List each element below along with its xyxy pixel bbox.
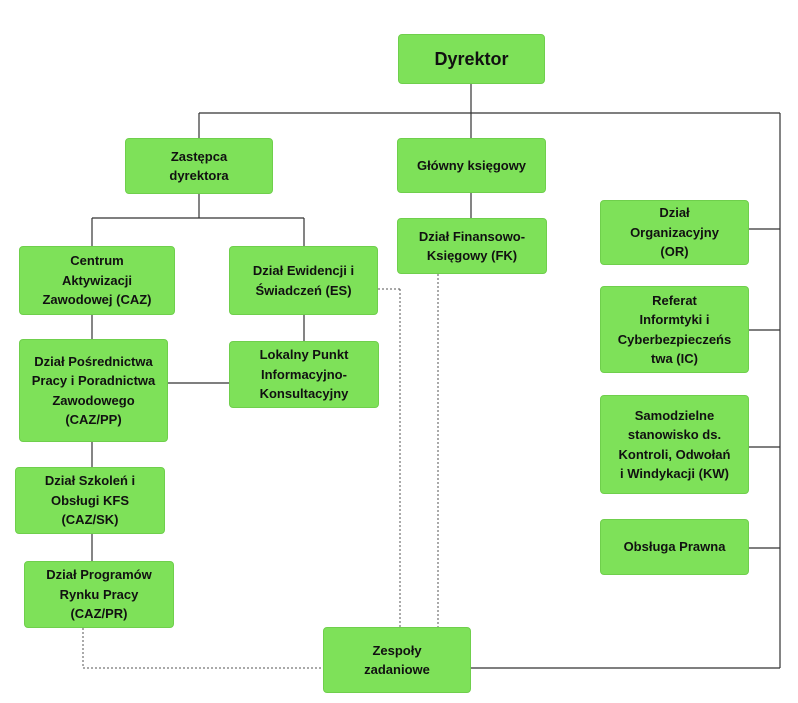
box-glowny-ksiegowy[interactable]: Główny księgowy xyxy=(397,138,546,193)
box-dzial-organizacyjny[interactable]: Dział Organizacyjny (OR) xyxy=(600,200,749,265)
box-dyrektor[interactable]: Dyrektor xyxy=(398,34,545,84)
box-dzial-ewidencji[interactable]: Dział Ewidencji i Świadczeń (ES) xyxy=(229,246,378,315)
box-dzial-programow[interactable]: Dział Programów Rynku Pracy (CAZ/PR) xyxy=(24,561,174,628)
box-referat-informatyki[interactable]: Referat Informtyki i Cyberbezpieczeńs tw… xyxy=(600,286,749,373)
box-zespoly-zadaniowe[interactable]: Zespoły zadaniowe xyxy=(323,627,471,693)
box-samodzielne-stanowisko-kw[interactable]: Samodzielne stanowisko ds. Kontroli, Odw… xyxy=(600,395,749,494)
box-centrum-aktywizacji[interactable]: Centrum Aktywizacji Zawodowej (CAZ) xyxy=(19,246,175,315)
box-obsluga-prawna[interactable]: Obsługa Prawna xyxy=(600,519,749,575)
box-lokalny-punkt[interactable]: Lokalny Punkt Informacyjno- Konsultacyjn… xyxy=(229,341,379,408)
box-dzial-finansowo-ksiegowy[interactable]: Dział Finansowo- Księgowy (FK) xyxy=(397,218,547,274)
box-dzial-posrednictwa[interactable]: Dział Pośrednictwa Pracy i Poradnictwa Z… xyxy=(19,339,168,442)
box-dzial-szkolen[interactable]: Dział Szkoleń i Obsługi KFS (CAZ/SK) xyxy=(15,467,165,534)
box-zastepca-dyrektora[interactable]: Zastępca dyrektora xyxy=(125,138,273,194)
